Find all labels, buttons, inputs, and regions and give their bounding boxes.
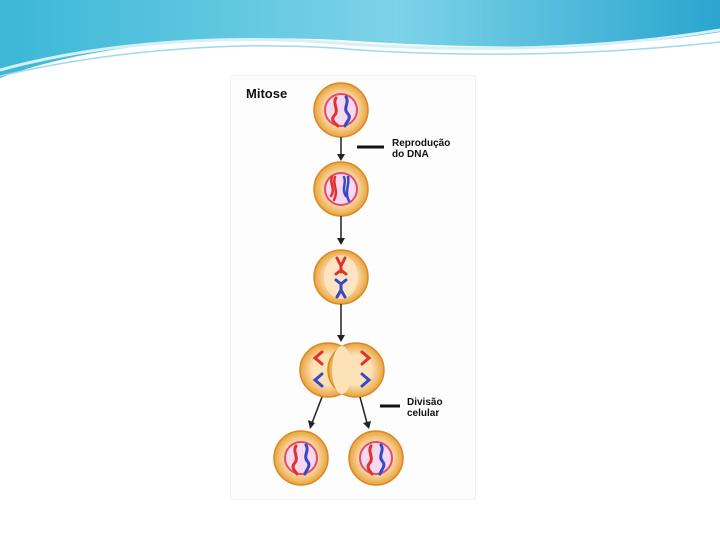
daughter-cell-right-icon bbox=[348, 430, 404, 486]
interphase-cell-icon bbox=[313, 82, 369, 138]
metaphase-cell-icon bbox=[313, 249, 369, 305]
division-label-line-1: Divisão bbox=[407, 397, 443, 408]
arrow-4a bbox=[308, 396, 323, 429]
header-wave-line bbox=[0, 41, 720, 77]
arrow-4b bbox=[359, 396, 371, 429]
arrow-1 bbox=[337, 137, 345, 161]
header-wave bbox=[0, 0, 720, 78]
arrow-3 bbox=[337, 304, 345, 342]
replicated-dna-cell-icon bbox=[313, 161, 369, 217]
cell-division-label: Divisão celular bbox=[407, 397, 443, 419]
daughter-cell-left-icon bbox=[273, 430, 329, 486]
header-wave-light bbox=[0, 28, 720, 72]
figure-panel bbox=[230, 75, 476, 500]
dna-label-line-1: Reprodução bbox=[392, 138, 451, 149]
division-label-line-2: celular bbox=[407, 407, 440, 419]
dna-replication-label: Reprodução do DNA bbox=[392, 138, 451, 160]
dna-label-line-2: do DNA bbox=[392, 148, 429, 160]
figure-title: Mitose bbox=[246, 86, 288, 101]
dividing-cell-icon bbox=[299, 342, 385, 398]
arrow-2 bbox=[337, 216, 345, 245]
